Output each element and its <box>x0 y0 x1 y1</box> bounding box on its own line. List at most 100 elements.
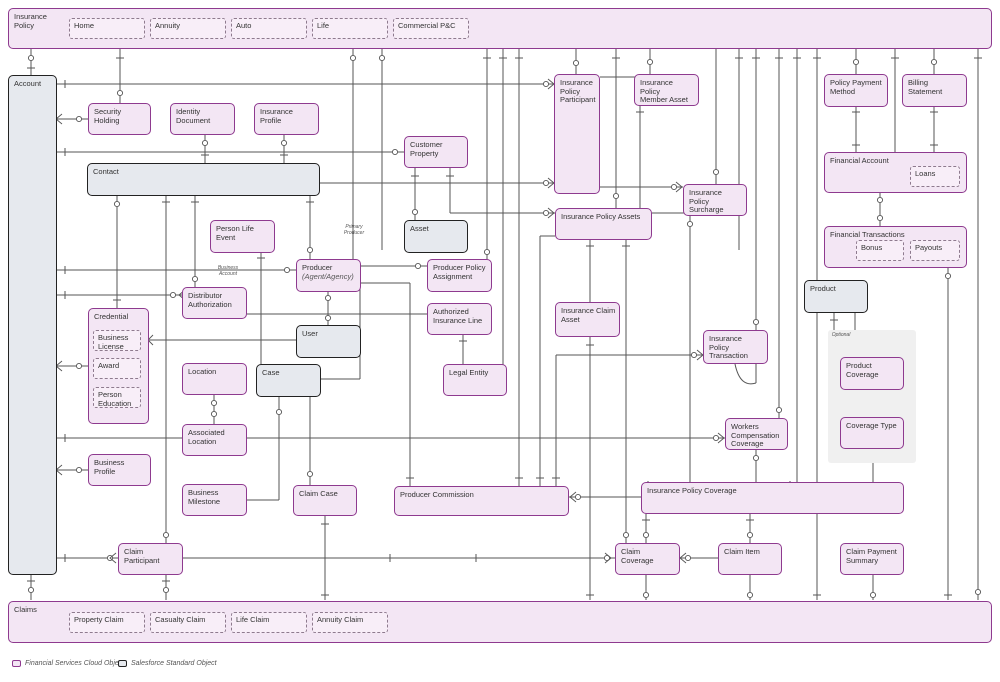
contact-label: Contact <box>93 167 119 176</box>
legal-entity-entity[interactable]: Legal Entity <box>443 364 507 396</box>
person-life-event-label: Person Life Event <box>216 224 254 242</box>
insurance-policy-surcharge-label: Insurance Policy Surcharge <box>689 188 724 214</box>
insurance-policy-assets-entity[interactable]: Insurance Policy Assets <box>555 208 652 240</box>
credential-label: Credential <box>94 312 129 321</box>
producer-policy-assignment-entity[interactable]: Producer Policy Assignment <box>427 259 492 292</box>
contact-entity[interactable]: Contact <box>87 163 320 196</box>
legend-std-label: Salesforce Standard Object <box>131 660 217 667</box>
business-profile-label: Business Profile <box>94 458 125 476</box>
financial-transactions-subtype-payouts[interactable]: Payouts <box>910 240 960 261</box>
associated-location-entity[interactable]: Associated Location <box>182 424 247 456</box>
product-entity[interactable]: Product <box>804 280 868 313</box>
financial-account-subtype-loans[interactable]: Loans <box>910 166 960 187</box>
asset-label: Asset <box>410 224 429 233</box>
security-holding-entity[interactable]: Security Holding <box>88 103 151 135</box>
asset-entity[interactable]: Asset <box>404 220 468 253</box>
product-label: Product <box>810 284 836 293</box>
producer-sublabel: (Agent/Agency) <box>302 271 354 281</box>
policy-subtype-home[interactable]: Home <box>69 18 145 39</box>
customer-property-entity[interactable]: Customer Property <box>404 136 468 168</box>
location-entity[interactable]: Location <box>182 363 247 395</box>
billing-statement-entity[interactable]: Billing Statement <box>902 74 967 107</box>
legend-fsc: Financial Services Cloud Object <box>12 660 124 667</box>
authorized-insurance-line-entity[interactable]: Authorized Insurance Line <box>427 303 492 335</box>
financial-transactions-subtype-bonus[interactable]: Bonus <box>856 240 904 261</box>
insurance-policy-label: Insurance Policy <box>14 12 47 30</box>
financial-account-label: Financial Account <box>830 156 889 165</box>
policy-subtype-life[interactable]: Life <box>312 18 388 39</box>
policy-subtype-commercial-pc[interactable]: Commercial P&C <box>393 18 469 39</box>
insurance-policy-transaction-entity[interactable]: Insurance Policy Transaction <box>703 330 768 364</box>
person-life-event-entity[interactable]: Person Life Event <box>210 220 275 253</box>
business-profile-entity[interactable]: Business Profile <box>88 454 151 486</box>
legend-fsc-swatch <box>12 660 21 667</box>
workers-compensation-coverage-class-label: Workers Compensation Coverage Class <box>731 422 780 449</box>
insurance-policy-member-asset-entity[interactable]: Insurance Policy Member Asset <box>634 74 699 106</box>
identity-document-entity[interactable]: Identity Document <box>170 103 235 135</box>
authorized-insurance-line-label: Authorized Insurance Line <box>433 307 483 325</box>
customer-property-label: Customer Property <box>410 140 443 158</box>
claim-subtype-property[interactable]: Property Claim <box>69 612 145 633</box>
claims-label: Claims <box>14 605 37 614</box>
insurance-policy-coverage-entity[interactable]: Insurance Policy Coverage <box>641 482 904 514</box>
policy-subtype-annuity[interactable]: Annuity <box>150 18 226 39</box>
legend-std-swatch <box>118 660 127 667</box>
policy-payment-method-entity[interactable]: Policy Payment Method <box>824 74 888 107</box>
user-label: User <box>302 329 318 338</box>
distributor-authorization-label: Distributor Authorization <box>188 291 232 309</box>
user-entity[interactable]: User <box>296 325 361 358</box>
insurance-claim-asset-entity[interactable]: Insurance Claim Asset <box>555 302 620 337</box>
producer-commission-entity[interactable]: Producer Commission <box>394 486 569 516</box>
insurance-profile-label: Insurance Profile <box>260 107 293 125</box>
legend-fsc-label: Financial Services Cloud Object <box>25 660 125 667</box>
insurance-policy-member-asset-label: Insurance Policy Member Asset <box>640 78 688 104</box>
identity-document-label: Identity Document <box>176 107 211 125</box>
billing-statement-label: Billing Statement <box>908 78 943 96</box>
claim-item-entity[interactable]: Claim Item <box>718 543 782 575</box>
producer-commission-label: Producer Commission <box>400 490 474 499</box>
insurance-policy-participant-entity[interactable]: Insurance Policy Participant <box>554 74 600 194</box>
distributor-authorization-entity[interactable]: Distributor Authorization <box>182 287 247 319</box>
insurance-policy-participant-label: Insurance Policy Participant <box>560 78 596 104</box>
business-account-note: Business Account <box>217 265 239 277</box>
claim-coverage-entity[interactable]: Claim Coverage <box>615 543 680 575</box>
coverage-type-label: Coverage Type <box>846 421 897 430</box>
product-coverage-label: Product Coverage <box>846 361 879 379</box>
claim-subtype-life[interactable]: Life Claim <box>231 612 307 633</box>
account-label: Account <box>14 79 42 88</box>
insurance-claim-asset-label: Insurance Claim Asset <box>561 306 616 324</box>
producer-entity[interactable]: Producer (Agent/Agency) <box>296 259 361 292</box>
claim-payment-summary-entity[interactable]: Claim Payment Summary <box>840 543 904 575</box>
business-milestone-entity[interactable]: Business Milestone <box>182 484 247 516</box>
financial-transactions-label: Financial Transactions <box>830 230 905 239</box>
workers-compensation-coverage-class-entity[interactable]: Workers Compensation Coverage Class <box>725 418 788 450</box>
insurance-policy-assets-label: Insurance Policy Assets <box>561 212 641 221</box>
product-coverage-entity[interactable]: Product Coverage <box>840 357 904 390</box>
insurance-policy-surcharge-entity[interactable]: Insurance Policy Surcharge <box>683 184 747 216</box>
account-entity[interactable]: Account <box>8 75 57 575</box>
location-label: Location <box>188 367 217 376</box>
primary-producer-note: Primary Producer <box>343 224 365 236</box>
claim-subtype-annuity[interactable]: Annuity Claim <box>312 612 388 633</box>
claim-item-label: Claim Item <box>724 547 760 556</box>
claim-participant-entity[interactable]: Claim Participant <box>118 543 183 575</box>
credential-subtype-business-license[interactable]: Business License <box>93 330 141 351</box>
credential-subtype-award[interactable]: Award <box>93 358 141 379</box>
credential-subtype-person-education[interactable]: Person Education <box>93 387 141 408</box>
coverage-type-entity[interactable]: Coverage Type <box>840 417 904 449</box>
claim-case-entity[interactable]: Claim Case <box>293 485 357 516</box>
insurance-policy-coverage-label: Insurance Policy Coverage <box>647 486 737 495</box>
claim-payment-summary-label: Claim Payment Summary <box>846 547 897 565</box>
security-holding-label: Security Holding <box>94 107 122 125</box>
policy-subtype-auto[interactable]: Auto <box>231 18 307 39</box>
case-label: Case <box>262 368 280 377</box>
claim-subtype-casualty[interactable]: Casualty Claim <box>150 612 226 633</box>
legend-std: Salesforce Standard Object <box>118 660 217 667</box>
insurance-profile-entity[interactable]: Insurance Profile <box>254 103 319 135</box>
claim-case-label: Claim Case <box>299 489 338 498</box>
claim-participant-label: Claim Participant <box>124 547 160 565</box>
case-entity[interactable]: Case <box>256 364 321 397</box>
legal-entity-label: Legal Entity <box>449 368 489 377</box>
